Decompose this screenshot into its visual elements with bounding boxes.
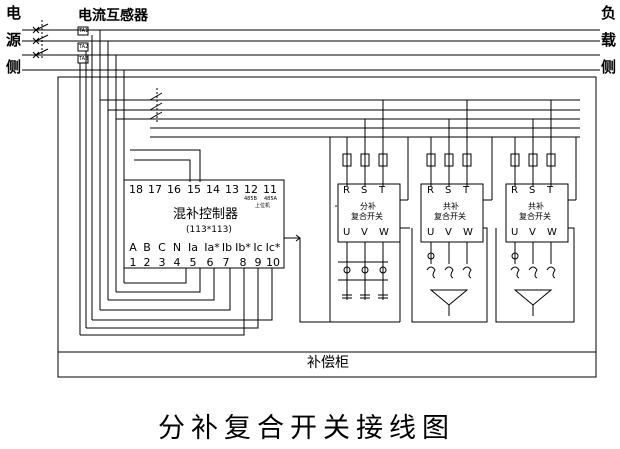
ctrl-bottom-name: N [172, 241, 182, 254]
cabinet-label: 补偿柜 [307, 355, 349, 371]
switch2-v: V [445, 227, 452, 238]
source-side-char-2: 源 [6, 31, 22, 49]
controller-subtitle: (113*113) [186, 225, 232, 235]
ctrl-bottom-terminal: 5 [189, 256, 197, 269]
switch2-w: W [463, 227, 473, 238]
switch3-title-2: 复合开关 [519, 212, 551, 221]
switch2-u: U [427, 227, 435, 238]
input-isolator [32, 20, 49, 59]
controller-title: 混补控制器 [173, 207, 239, 222]
switch3-w: W [547, 227, 557, 238]
switch-group-3 [495, 100, 577, 323]
switch1-s: S [361, 185, 368, 196]
source-side-char-3: 侧 [6, 58, 22, 76]
switch1-title-2: 复合开关 [351, 212, 383, 221]
switch1-u: U [343, 227, 351, 238]
ctrl-bottom-name: Ib* [235, 241, 251, 254]
switch3-s: S [529, 185, 536, 196]
ct-body-2 [77, 42, 89, 52]
source-side-char-1: 电 [6, 4, 22, 22]
switch1-title-1: 分补 [360, 202, 376, 211]
ctrl-bottom-terminal: 8 [239, 256, 247, 269]
switch-group-1 [329, 100, 410, 323]
ctrl-top-terminal: 16 [167, 183, 181, 196]
load-side-char-2: 载 [601, 31, 617, 49]
switch1-r: R [343, 185, 350, 196]
switch1-v: V [361, 227, 368, 238]
switch2-s: S [445, 185, 452, 196]
ctrl-top-terminal: 18 [129, 183, 143, 196]
ctrl-bottom-name: Ic* [265, 241, 281, 254]
switch1-t: T [379, 185, 386, 196]
switch2-t: T [463, 185, 470, 196]
ctrl-bottom-terminal: 10 [266, 256, 280, 269]
ctrl-bottom-terminal: 1 [129, 256, 137, 269]
ctrl-bottom-terminal: 3 [158, 256, 166, 269]
ctrl-bottom-name: A [129, 241, 137, 254]
ctrl-note-485b: 485B [244, 196, 257, 202]
ctrl-bottom-terminal: 4 [173, 256, 181, 269]
switch2-title-2: 复合开关 [434, 212, 466, 221]
switch2-title-1: 共补 [443, 202, 459, 211]
ctrl-bottom-terminal: 2 [143, 256, 151, 269]
ct-label: 电流互感器 [78, 8, 148, 24]
switch3-u: U [511, 227, 519, 238]
controller-box [123, 179, 285, 269]
ctrl-top-terminal: 14 [206, 183, 220, 196]
ct-tag-2: TA2 [79, 44, 89, 50]
diagram-caption: 分补复合开关接线图 [158, 413, 455, 444]
ctrl-top-terminal: 13 [225, 183, 239, 196]
ct-tag-1: TA1 [79, 28, 89, 34]
switch2-r: R [427, 185, 434, 196]
ctrl-bottom-terminal: 6 [206, 256, 214, 269]
switch3-v: V [529, 227, 536, 238]
switch3-r: R [511, 185, 518, 196]
switch3-t: T [547, 185, 554, 196]
switch3-title-1: 共补 [528, 202, 544, 211]
ctrl-note-host: 上位机 [255, 203, 271, 209]
ct-body-1 [77, 26, 89, 36]
cabinet-isolator [100, 88, 163, 122]
ctrl-top-terminal: 17 [148, 183, 162, 196]
ctrl-note-485a: 485A [264, 196, 277, 202]
ctrl-bottom-name: Ia [188, 241, 198, 254]
ctrl-bottom-name: Ib [221, 241, 233, 254]
cabinet-enclosure [57, 76, 597, 378]
switch-group-2 [411, 100, 493, 323]
ctrl-bottom-name: B [143, 241, 151, 254]
ct-body-3 [77, 54, 89, 64]
load-side-char-1: 负 [601, 4, 617, 22]
ctrl-bottom-terminal: 9 [254, 256, 262, 269]
ctrl-top-terminal: 15 [187, 183, 201, 196]
ctrl-bottom-terminal: 7 [222, 256, 230, 269]
load-side-char-3: 侧 [601, 58, 617, 76]
ctrl-bottom-name: Ic [253, 241, 263, 254]
switch1-w: W [379, 227, 389, 238]
ctrl-bottom-name: Ia* [204, 241, 220, 254]
ctrl-top-terminal: 11 [263, 183, 277, 196]
ctrl-top-terminal: 12 [244, 183, 258, 196]
ctrl-bottom-name: C [158, 241, 166, 254]
ct-tag-3: TA3 [79, 56, 89, 62]
